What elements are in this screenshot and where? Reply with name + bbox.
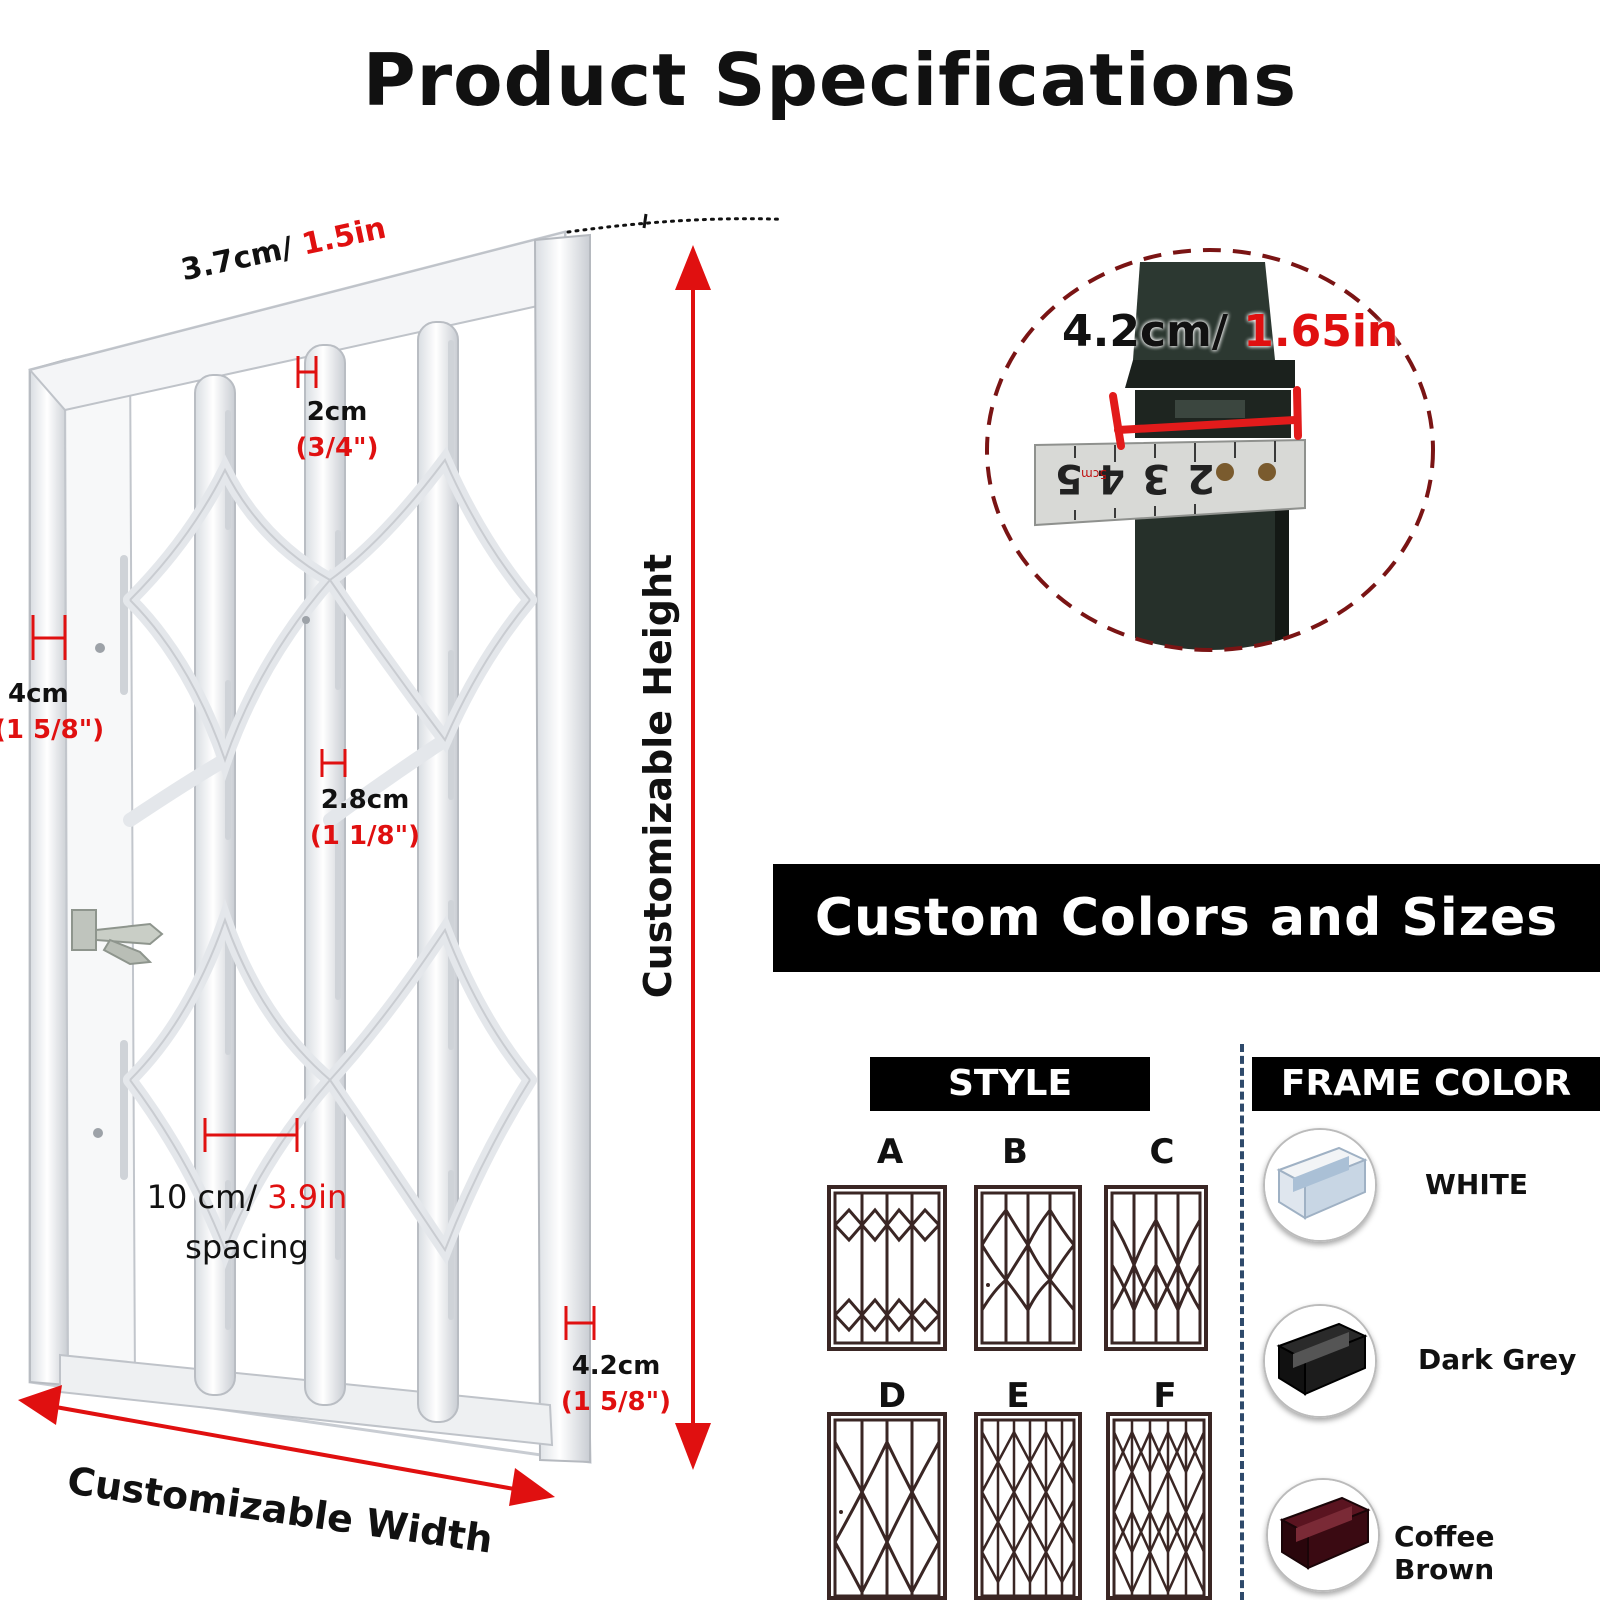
bar-gap-imperial: (3/4") (295, 433, 379, 463)
gate-illustration (18, 213, 780, 1506)
style-f-thumbnail[interactable] (1106, 1412, 1212, 1600)
bottom-frame-metric: 4.2cm (571, 1351, 661, 1381)
side-frame-metric: 4cm (8, 679, 69, 709)
tape-number-4: 4 (1097, 455, 1125, 501)
tape-number-5: 5 (1055, 455, 1083, 501)
style-c-label: C (1149, 1132, 1175, 1172)
lock-icon (71, 909, 164, 966)
profile-zoom-imperial: 1.65in (1243, 306, 1399, 357)
middle-bar-measurement: 2.8cm (1 1/8") (300, 782, 430, 854)
spacing-note: spacing (185, 1228, 309, 1266)
style-f-label: F (1153, 1376, 1177, 1416)
bottom-frame-imperial: (1 5/8") (560, 1387, 672, 1417)
bottom-frame-measurement: 4.2cm (1 5/8") (556, 1348, 676, 1420)
style-e-label: E (1006, 1376, 1030, 1416)
profile-zoom-measurement: 4.2cm/ 1.65in (1062, 306, 1398, 357)
profile-zoom-callout: 5 4 3 2 5cm (985, 248, 1435, 652)
bar-gap-metric: 2cm (306, 397, 368, 427)
spacing-metric: 10 cm/ (146, 1178, 268, 1216)
style-a-thumbnail[interactable] (827, 1185, 947, 1351)
page-title: Product Specifications (362, 38, 1298, 122)
section-divider (1240, 1044, 1244, 1600)
profile-zoom-metric: 4.2cm/ (1062, 306, 1244, 357)
customizable-height-label: Customizable Height (636, 553, 680, 999)
spacing-imperial: 3.9in (267, 1178, 348, 1216)
side-frame-imperial: (1 5/8") (0, 715, 105, 745)
white-swatch[interactable] (1263, 1128, 1377, 1242)
dark-grey-swatch[interactable] (1263, 1304, 1377, 1418)
custom-colors-banner: Custom Colors and Sizes (773, 864, 1600, 972)
middle-bar-metric: 2.8cm (320, 785, 410, 815)
white-color-label: WHITE (1425, 1168, 1528, 1201)
bar-gap-measurement: 2cm (3/4") (282, 394, 392, 466)
tape-number-2: 2 (1187, 455, 1215, 501)
style-b-thumbnail[interactable] (974, 1185, 1082, 1351)
style-e-thumbnail[interactable] (974, 1412, 1082, 1600)
coffee-brown-swatch[interactable] (1266, 1478, 1380, 1592)
style-d-label: D (877, 1376, 907, 1416)
middle-bar-imperial: (1 1/8") (309, 821, 421, 851)
dark-grey-color-label: Dark Grey (1418, 1343, 1577, 1376)
frame-color-header: FRAME COLOR (1252, 1057, 1600, 1111)
style-b-label: B (1002, 1132, 1028, 1172)
side-frame-measurement: 4cm (1 5/8") (0, 676, 110, 748)
tape-number-3: 3 (1142, 455, 1170, 501)
spacing-measurement: 10 cm/ 3.9in spacing (132, 1172, 362, 1272)
tape-unit: 5cm (1081, 467, 1107, 481)
style-d-thumbnail[interactable] (827, 1412, 947, 1600)
style-a-label: A (876, 1132, 904, 1172)
coffee-brown-color-label: Coffee Brown (1394, 1520, 1495, 1586)
style-c-thumbnail[interactable] (1104, 1185, 1208, 1351)
style-header: STYLE (870, 1057, 1150, 1111)
